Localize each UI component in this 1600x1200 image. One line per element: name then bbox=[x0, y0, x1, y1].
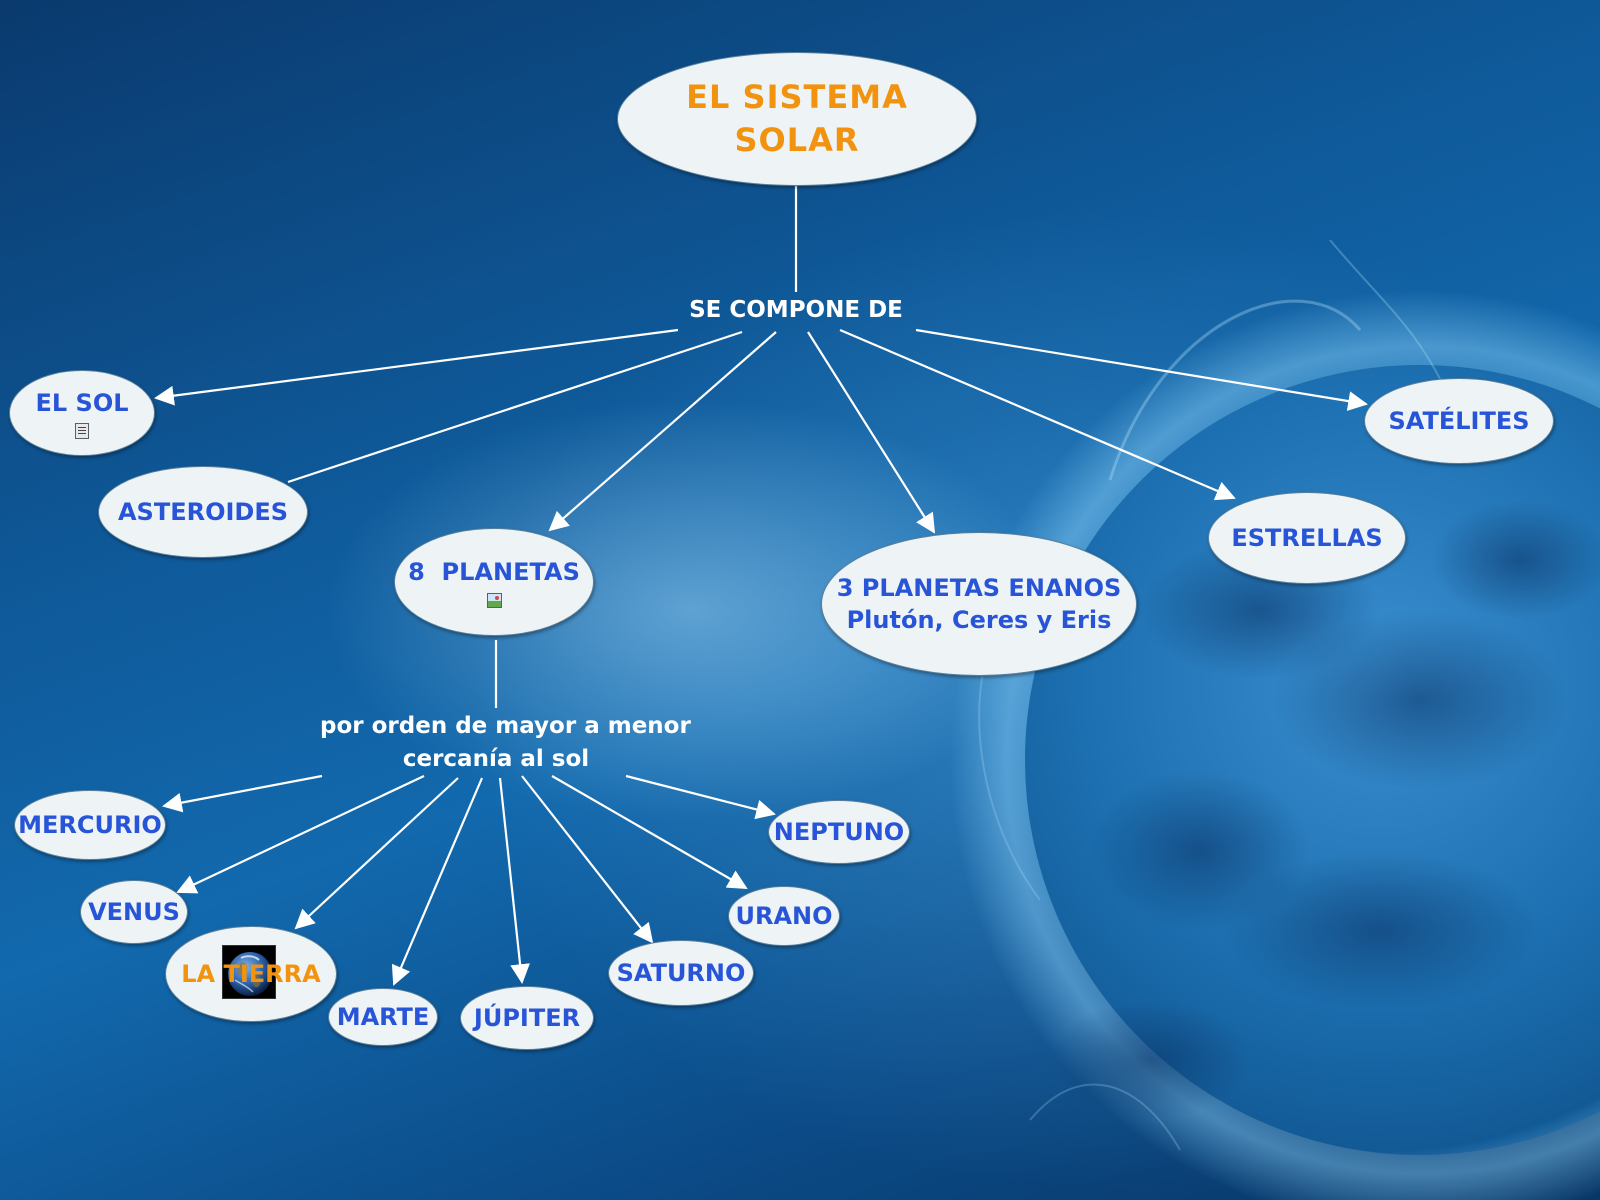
node-saturno-label: SATURNO bbox=[616, 958, 746, 987]
node-8-planetas-label: 8 PLANETAS bbox=[408, 557, 580, 586]
node-la-tierra-label: LA TIERRA bbox=[181, 960, 321, 988]
node-mercurio[interactable]: MERCURIO bbox=[14, 790, 166, 860]
link-to-jupiter bbox=[498, 777, 530, 984]
title-text: EL SISTEMA SOLAR bbox=[686, 77, 908, 159]
node-jupiter-label: JÚPITER bbox=[473, 1003, 581, 1032]
link-to-neptuno bbox=[625, 774, 776, 820]
node-neptuno-label: NEPTUNO bbox=[773, 817, 905, 846]
note-icon[interactable] bbox=[75, 423, 89, 440]
node-enanos-line2: Plutón, Ceres y Eris bbox=[846, 606, 1112, 634]
node-venus[interactable]: VENUS bbox=[80, 880, 188, 944]
link-to-urano bbox=[551, 775, 748, 889]
link-to-satelites bbox=[915, 328, 1368, 411]
node-satelites-label: SATÉLITES bbox=[1388, 406, 1530, 435]
link-to-enanos bbox=[807, 331, 936, 534]
linker-orden-line2: cercanía al sol bbox=[402, 746, 590, 773]
node-el-sol[interactable]: EL SOL bbox=[9, 370, 155, 456]
linker-orden-line1: por orden de mayor a menor bbox=[320, 713, 691, 739]
node-saturno[interactable]: SATURNO bbox=[608, 940, 754, 1006]
link-to-estrellas bbox=[839, 328, 1236, 501]
node-marte[interactable]: MARTE bbox=[328, 988, 438, 1046]
link-to-mercurio bbox=[162, 774, 323, 813]
node-enanos-line1: 3 PLANETAS ENANOS bbox=[836, 573, 1122, 602]
node-planetas-enanos[interactable]: 3 PLANETAS ENANOS Plutón, Ceres y Eris bbox=[821, 532, 1137, 676]
title-node[interactable]: EL SISTEMA SOLAR bbox=[617, 52, 977, 186]
node-neptuno[interactable]: NEPTUNO bbox=[768, 800, 910, 864]
linker-se-compone-de[interactable]: SE COMPONE DE bbox=[689, 297, 903, 323]
earth-image bbox=[222, 945, 276, 999]
node-asteroides[interactable]: ASTEROIDES bbox=[98, 466, 308, 558]
node-asteroides-label: ASTEROIDES bbox=[117, 497, 289, 526]
link-to-el-sol bbox=[154, 328, 679, 406]
node-venus-label: VENUS bbox=[88, 897, 180, 926]
link-to-planetas bbox=[548, 331, 777, 532]
link-to-venus bbox=[176, 775, 425, 894]
link-to-tierra bbox=[294, 777, 459, 930]
link-to-asteroides bbox=[287, 330, 743, 484]
node-estrellas-label: ESTRELLAS bbox=[1231, 523, 1383, 552]
node-satelites[interactable]: SATÉLITES bbox=[1364, 378, 1554, 464]
link-to-marte bbox=[391, 777, 484, 986]
node-el-sol-label: EL SOL bbox=[35, 388, 129, 417]
link-to-saturno bbox=[521, 775, 654, 944]
node-mercurio-label: MERCURIO bbox=[18, 810, 162, 839]
node-urano-label: URANO bbox=[735, 901, 833, 930]
node-urano[interactable]: URANO bbox=[728, 886, 840, 946]
node-marte-label: MARTE bbox=[336, 1002, 430, 1031]
node-jupiter[interactable]: JÚPITER bbox=[460, 986, 594, 1050]
node-8-planetas[interactable]: 8 PLANETAS bbox=[394, 528, 594, 636]
node-estrellas[interactable]: ESTRELLAS bbox=[1208, 492, 1406, 584]
linker-orden-planetas[interactable]: por orden de mayor a menor cercanía al s… bbox=[320, 710, 691, 777]
image-icon[interactable] bbox=[486, 593, 502, 609]
